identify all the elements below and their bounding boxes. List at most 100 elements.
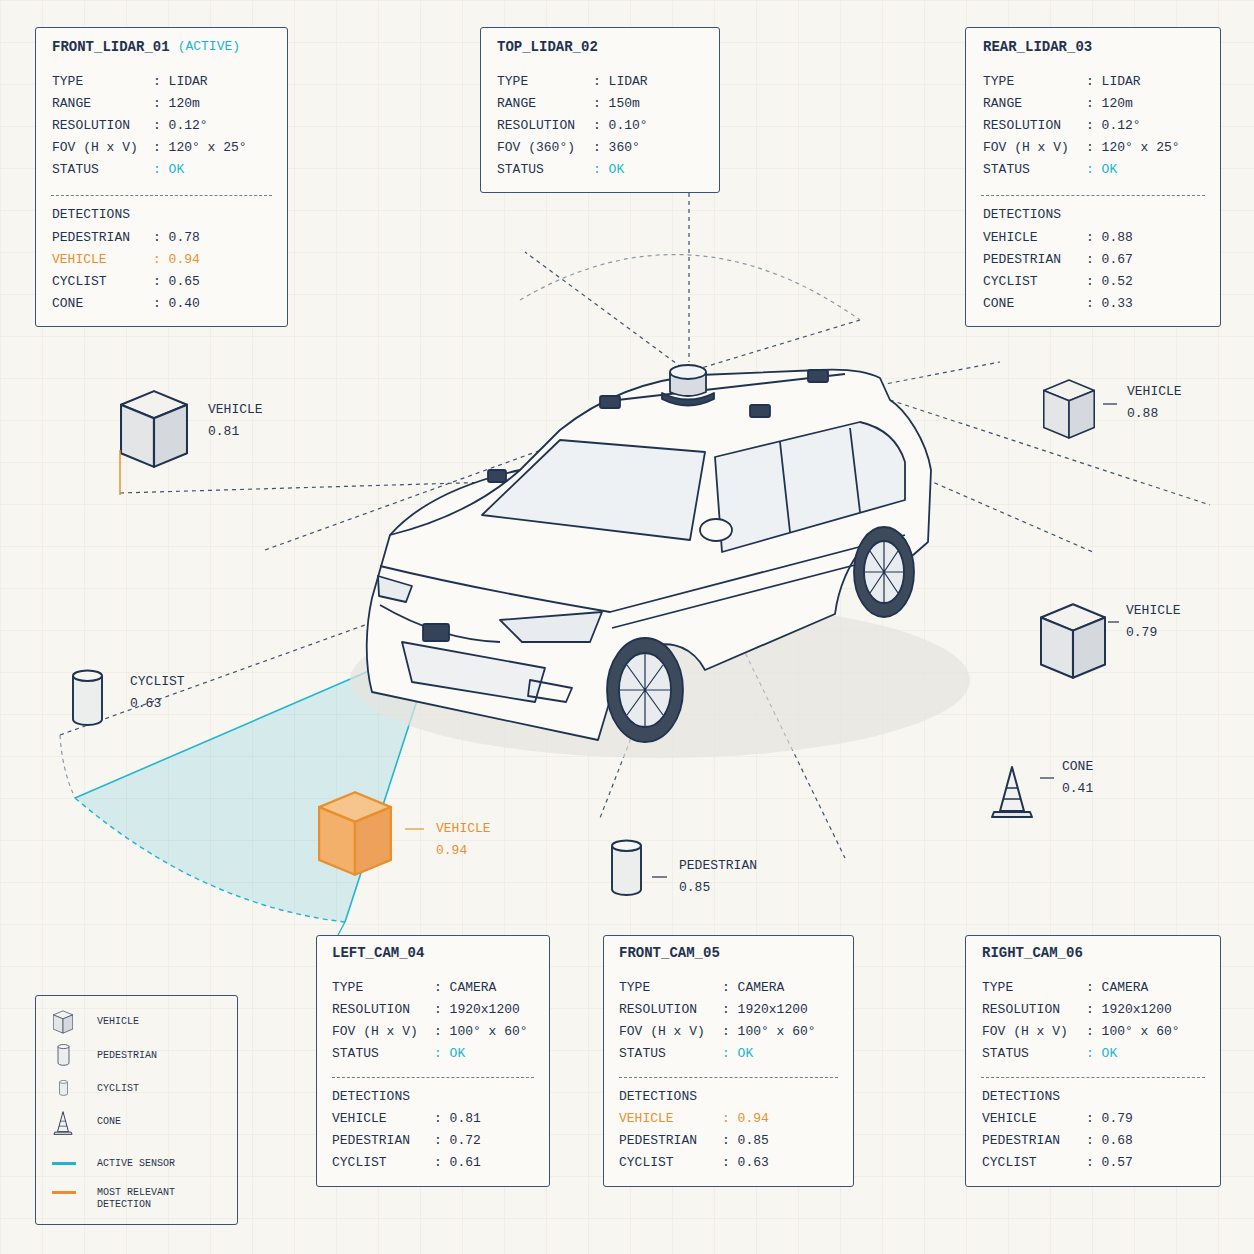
legend-swatch [52, 1191, 76, 1194]
table-cell: RANGE [983, 96, 1022, 112]
table-cell: : 0.81 [434, 1111, 481, 1127]
table-cell: : OK [1086, 162, 1117, 178]
detection-class: VEHICLE [1126, 603, 1181, 619]
table-cell: PEDESTRIAN [983, 252, 1061, 268]
section-heading: DETECTIONS [619, 1089, 697, 1105]
separator [332, 1077, 534, 1078]
table-cell: : 0.88 [1086, 230, 1133, 246]
table-cell: CYCLIST [982, 1155, 1037, 1171]
legend-text: CYCLIST [97, 1083, 197, 1095]
table-cell: : 120m [153, 96, 200, 112]
table-cell: : OK [593, 162, 624, 178]
table-cell: RESOLUTION [497, 118, 575, 134]
table-cell: TYPE [497, 74, 528, 90]
table-cell: : 0.63 [722, 1155, 769, 1171]
table-cell: FOV (H x V) [983, 140, 1069, 156]
sensor-name: REAR_LIDAR_03 [983, 39, 1092, 55]
vehicle-icon [121, 391, 187, 467]
table-cell: STATUS [619, 1046, 666, 1062]
table-cell: FOV (H x V) [982, 1024, 1068, 1040]
table-cell: : 0.10° [593, 118, 648, 134]
section-heading: DETECTIONS [983, 207, 1061, 223]
table-cell: RANGE [52, 96, 91, 112]
table-cell: : 120° x 25° [1086, 140, 1180, 156]
confidence-score: 0.85 [679, 880, 710, 896]
table-cell: TYPE [983, 74, 1014, 90]
separator [981, 195, 1205, 196]
cyclist-icon [73, 670, 102, 725]
table-cell: CYCLIST [619, 1155, 674, 1171]
table-cell: TYPE [982, 980, 1013, 996]
confidence-score: 0.94 [436, 843, 467, 859]
table-cell: VEHICLE [52, 252, 107, 268]
table-cell: CONE [983, 296, 1014, 312]
table-cell: : 0.61 [434, 1155, 481, 1171]
table-cell: : 100° x 60° [722, 1024, 816, 1040]
legend-text: VEHICLE [97, 1016, 197, 1028]
table-cell: : OK [434, 1046, 465, 1062]
active-tag: (ACTIVE) [178, 39, 240, 55]
table-cell: : 0.52 [1086, 274, 1133, 290]
table-cell: FOV (H x V) [332, 1024, 418, 1040]
table-cell: : 0.33 [1086, 296, 1133, 312]
table-cell: PEDESTRIAN [619, 1133, 697, 1149]
cone-icon [992, 767, 1032, 817]
table-cell: STATUS [982, 1046, 1029, 1062]
sensor-panel: FRONT_LIDAR_01(ACTIVE)TYPE: LIDARRANGE: … [35, 27, 288, 327]
legend-cone-icon [54, 1112, 72, 1135]
detection-icons [73, 380, 1105, 895]
confidence-score: 0.41 [1062, 781, 1093, 797]
table-cell: : 0.78 [153, 230, 200, 246]
table-cell: RESOLUTION [619, 1002, 697, 1018]
table-cell: : 100° x 60° [1086, 1024, 1180, 1040]
sensor-name: RIGHT_CAM_06 [982, 945, 1083, 961]
table-cell: TYPE [332, 980, 363, 996]
table-cell: VEHICLE [332, 1111, 387, 1127]
section-heading: DETECTIONS [52, 207, 130, 223]
sensor-name: TOP_LIDAR_02 [497, 39, 598, 55]
sensor-panel: RIGHT_CAM_06TYPE: CAMERARESOLUTION: 1920… [965, 935, 1221, 1187]
table-cell: PEDESTRIAN [982, 1133, 1060, 1149]
table-cell: STATUS [332, 1046, 379, 1062]
legend-text: CONE [97, 1116, 197, 1128]
sensor-name: FRONT_CAM_05 [619, 945, 720, 961]
detection-class: CONE [1062, 759, 1093, 775]
detection-class: VEHICLE [436, 821, 491, 837]
table-cell: TYPE [52, 74, 83, 90]
separator [981, 1077, 1205, 1078]
sensor-panel: FRONT_CAM_05TYPE: CAMERARESOLUTION: 1920… [603, 935, 854, 1187]
sensor-panel: LEFT_CAM_04TYPE: CAMERARESOLUTION: 1920x… [316, 935, 550, 1187]
confidence-score: 0.88 [1127, 406, 1158, 422]
confidence-score: 0.81 [208, 424, 239, 440]
section-heading: DETECTIONS [982, 1089, 1060, 1105]
table-cell: VEHICLE [619, 1111, 674, 1127]
table-cell: STATUS [983, 162, 1030, 178]
table-cell: STATUS [497, 162, 544, 178]
table-cell: : 0.68 [1086, 1133, 1133, 1149]
table-cell: : 1920x1200 [722, 1002, 808, 1018]
section-heading: DETECTIONS [332, 1089, 410, 1105]
table-cell: RESOLUTION [983, 118, 1061, 134]
table-cell: RESOLUTION [52, 118, 130, 134]
table-cell: FOV (360°) [497, 140, 575, 156]
legend-vehicle-icon [53, 1011, 72, 1033]
legend-text: MOST RELEVANT DETECTION [97, 1187, 197, 1211]
table-cell: : LIDAR [1086, 74, 1141, 90]
table-cell: : OK [722, 1046, 753, 1062]
table-cell: RESOLUTION [332, 1002, 410, 1018]
table-cell: CONE [52, 296, 83, 312]
table-cell: : 0.79 [1086, 1111, 1133, 1127]
table-cell: : 120m [1086, 96, 1133, 112]
label-leaders [120, 404, 1119, 877]
table-cell: : OK [1086, 1046, 1117, 1062]
sensor-name: FRONT_LIDAR_01 [52, 39, 170, 55]
confidence-score: 0.79 [1126, 625, 1157, 641]
table-cell: CYCLIST [332, 1155, 387, 1171]
table-cell: : OK [153, 162, 184, 178]
legend-cyclist-icon [60, 1080, 68, 1095]
table-cell: : 0.57 [1086, 1155, 1133, 1171]
table-cell: : 0.40 [153, 296, 200, 312]
detection-class: CYCLIST [130, 674, 185, 690]
sensor-panel: TOP_LIDAR_02TYPE: LIDARRANGE: 150mRESOLU… [480, 27, 720, 193]
table-cell: VEHICLE [983, 230, 1038, 246]
